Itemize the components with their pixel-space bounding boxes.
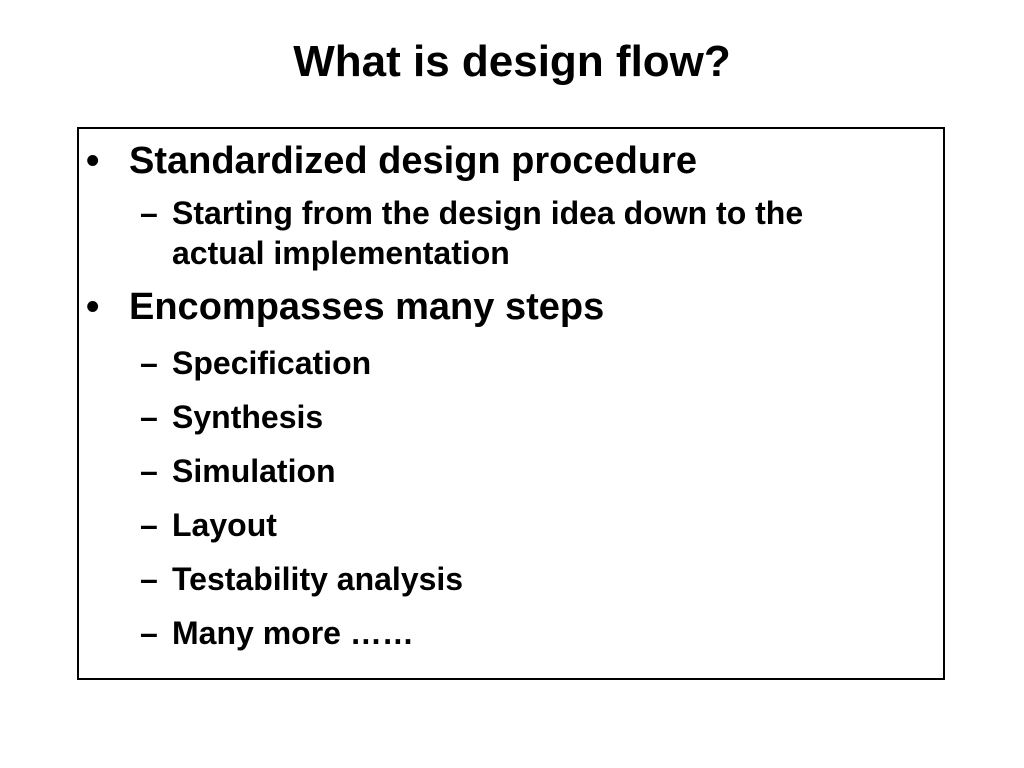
- dash-marker: –: [140, 507, 158, 543]
- dash-marker: –: [140, 615, 158, 651]
- dash-marker: –: [140, 453, 158, 489]
- bullet-list: • Standardized design procedure – Starti…: [79, 129, 943, 653]
- sub-bullet-text: Layout: [172, 507, 277, 543]
- bullet-standardized-design-procedure: • Standardized design procedure: [79, 139, 943, 183]
- sub-bullet-text: Specification: [172, 345, 372, 381]
- sub-bullet-specification: – Specification: [79, 343, 943, 383]
- bullet-marker: •: [86, 286, 100, 328]
- dash-marker: –: [140, 399, 158, 435]
- bullet-text: Standardized design procedure: [129, 140, 697, 182]
- bullet-marker: •: [86, 140, 100, 182]
- sub-bullet-text: Testability analysis: [172, 561, 464, 597]
- sub-bullet-synthesis: – Synthesis: [79, 397, 943, 437]
- sub-bullet-text: Starting from the design idea down to th…: [172, 195, 804, 271]
- sub-bullet-simulation: – Simulation: [79, 451, 943, 491]
- sub-bullet-many-more: – Many more ……: [79, 613, 943, 653]
- sub-bullet-text: Synthesis: [172, 399, 324, 435]
- content-box: • Standardized design procedure – Starti…: [77, 127, 945, 680]
- dash-marker: –: [140, 561, 158, 597]
- sub-bullet-text: Simulation: [172, 453, 336, 489]
- bullet-encompasses-many-steps: • Encompasses many steps: [79, 285, 943, 329]
- sub-bullet-testability-analysis: – Testability analysis: [79, 559, 943, 599]
- dash-marker: –: [140, 345, 158, 381]
- slide-title: What is design flow?: [293, 37, 731, 86]
- bullet-text: Encompasses many steps: [129, 286, 605, 328]
- sub-bullet-starting-from-idea: – Starting from the design idea down to …: [79, 193, 943, 273]
- sub-bullet-text: Many more ……: [172, 615, 414, 651]
- sub-bullet-layout: – Layout: [79, 505, 943, 545]
- dash-marker: –: [140, 195, 158, 231]
